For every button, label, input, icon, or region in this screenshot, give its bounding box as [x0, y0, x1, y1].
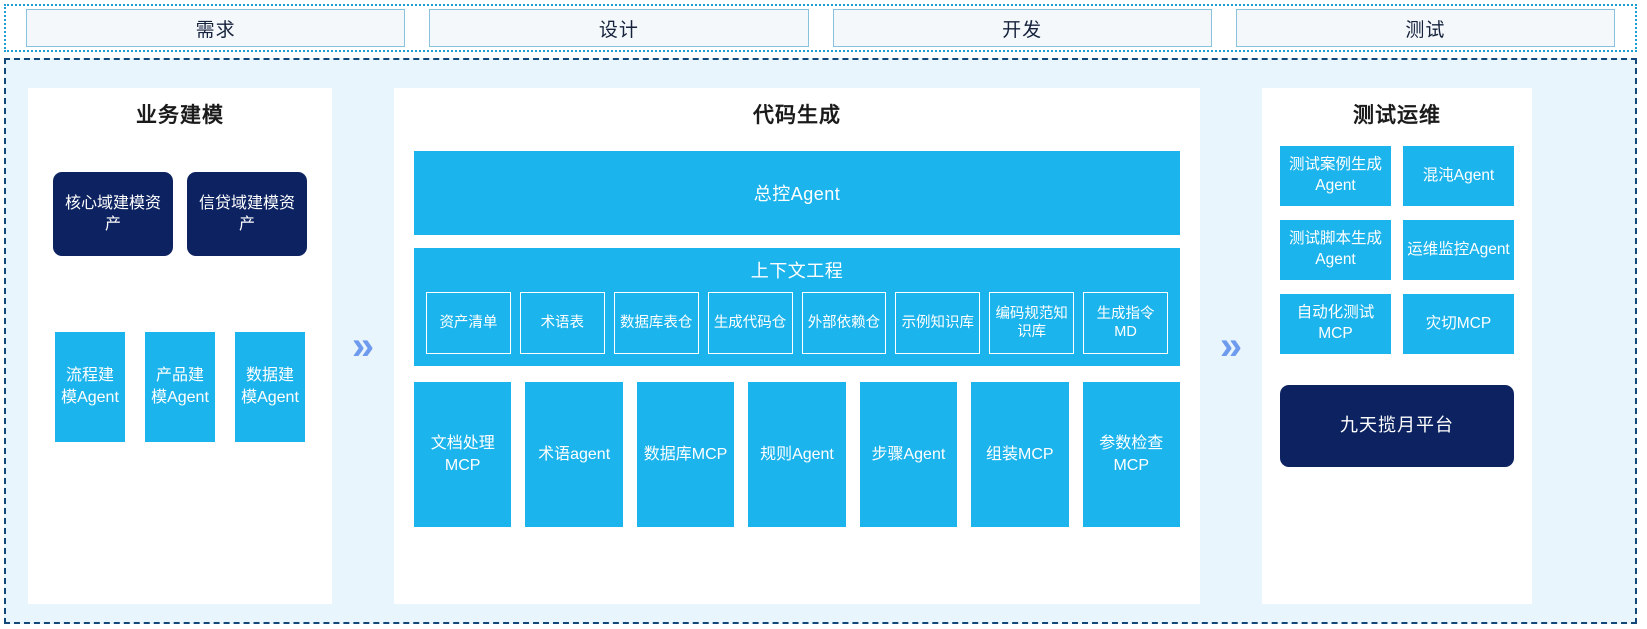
context-item-asset-inventory[interactable]: 资产清单: [426, 292, 511, 354]
architecture-canvas: 业务建模 核心域建模资产 信贷域建模资产 流程建模Agent 产品建模Agent…: [4, 58, 1637, 624]
platform-jiutian-lanyue[interactable]: 九天揽月平台: [1280, 385, 1514, 467]
agent-data-modeling[interactable]: 数据建模Agent: [235, 332, 305, 442]
agent-test-script-generation[interactable]: 测试脚本生成Agent: [1280, 220, 1391, 280]
context-item-glossary[interactable]: 术语表: [519, 292, 605, 354]
tool-parameter-check-mcp[interactable]: 参数检查MCP: [1082, 382, 1180, 527]
tool-glossary-agent[interactable]: 术语agent: [525, 382, 623, 527]
context-item-generation-instruction-md[interactable]: 生成指令MD: [1083, 292, 1168, 354]
code-generation-body: 总控Agent 上下文工程 资产清单 术语表 数据库表仓 生成代码仓 外部依赖仓…: [394, 151, 1200, 527]
code-tools-group: 文档处理MCP 术语agent 数据库MCP 规则Agent 步骤Agent 组…: [414, 382, 1180, 527]
phase-label: 设计: [598, 19, 639, 41]
tool-document-processing-mcp[interactable]: 文档处理MCP: [414, 382, 512, 527]
tool-assembly-mcp[interactable]: 组装MCP: [971, 382, 1069, 527]
flow-arrow-left-icon: »: [351, 324, 375, 368]
phase-item-requirements[interactable]: 需求: [26, 9, 406, 47]
test-row: 测试案例生成Agent 混沌Agent: [1280, 146, 1514, 206]
context-engineering-block: 上下文工程 资产清单 术语表 数据库表仓 生成代码仓 外部依赖仓 示例知识库 编…: [414, 248, 1180, 366]
context-item-example-knowledge-base[interactable]: 示例知识库: [895, 292, 981, 354]
tool-automated-test-mcp[interactable]: 自动化测试MCP: [1280, 294, 1391, 354]
master-control-agent[interactable]: 总控Agent: [414, 151, 1180, 235]
context-item-coding-standard-knowledge-base[interactable]: 编码规范知识库: [989, 292, 1075, 354]
phase-label: 需求: [195, 19, 236, 41]
tool-disaster-switch-mcp[interactable]: 灾切MCP: [1403, 294, 1514, 354]
context-item-generated-code-repo[interactable]: 生成代码仓: [707, 292, 793, 354]
tool-step-agent[interactable]: 步骤Agent: [859, 382, 958, 527]
asset-credit-domain[interactable]: 信贷域建模资产: [187, 172, 307, 256]
business-assets-group: 核心域建模资产 信贷域建模资产: [28, 172, 332, 256]
panel-title-business-modeling: 业务建模: [136, 104, 224, 127]
panel-test-operations: 测试运维 测试案例生成Agent 混沌Agent 测试脚本生成Agent 运维监…: [1262, 88, 1532, 604]
phase-label: 开发: [1002, 19, 1043, 41]
panel-title-code-generation: 代码生成: [753, 104, 841, 127]
panel-code-generation: 代码生成 总控Agent 上下文工程 资产清单 术语表 数据库表仓 生成代码仓 …: [394, 88, 1200, 604]
test-operations-body: 测试案例生成Agent 混沌Agent 测试脚本生成Agent 运维监控Agen…: [1262, 146, 1532, 467]
phase-item-development[interactable]: 开发: [832, 9, 1212, 47]
business-agents-group: 流程建模Agent 产品建模Agent 数据建模Agent: [28, 332, 332, 442]
agent-process-modeling[interactable]: 流程建模Agent: [55, 332, 125, 442]
flow-arrow-right-icon: »: [1219, 324, 1243, 368]
context-item-external-dependency-repo[interactable]: 外部依赖仓: [801, 292, 887, 354]
phase-item-testing[interactable]: 测试: [1235, 9, 1615, 47]
tool-database-mcp[interactable]: 数据库MCP: [636, 382, 735, 527]
context-items-group: 资产清单 术语表 数据库表仓 生成代码仓 外部依赖仓 示例知识库 编码规范知识库…: [426, 292, 1168, 354]
panel-business-modeling: 业务建模 核心域建模资产 信贷域建模资产 流程建模Agent 产品建模Agent…: [28, 88, 332, 604]
panel-title-test-operations: 测试运维: [1353, 104, 1441, 127]
context-item-db-table-repo[interactable]: 数据库表仓: [613, 292, 699, 354]
phase-bar: 需求 设计 开发 测试: [4, 4, 1637, 52]
context-engineering-title: 上下文工程: [750, 261, 844, 281]
test-row: 测试脚本生成Agent 运维监控Agent: [1280, 220, 1514, 280]
phase-item-design[interactable]: 设计: [429, 9, 809, 47]
phase-label: 测试: [1405, 19, 1446, 41]
agent-test-case-generation[interactable]: 测试案例生成Agent: [1280, 146, 1391, 206]
test-row: 自动化测试MCP 灾切MCP: [1280, 294, 1514, 354]
asset-core-domain[interactable]: 核心域建模资产: [53, 172, 173, 256]
agent-chaos[interactable]: 混沌Agent: [1403, 146, 1514, 206]
agent-product-modeling[interactable]: 产品建模Agent: [145, 332, 215, 442]
tool-rule-agent[interactable]: 规则Agent: [748, 382, 846, 527]
agent-ops-monitoring[interactable]: 运维监控Agent: [1403, 220, 1514, 280]
